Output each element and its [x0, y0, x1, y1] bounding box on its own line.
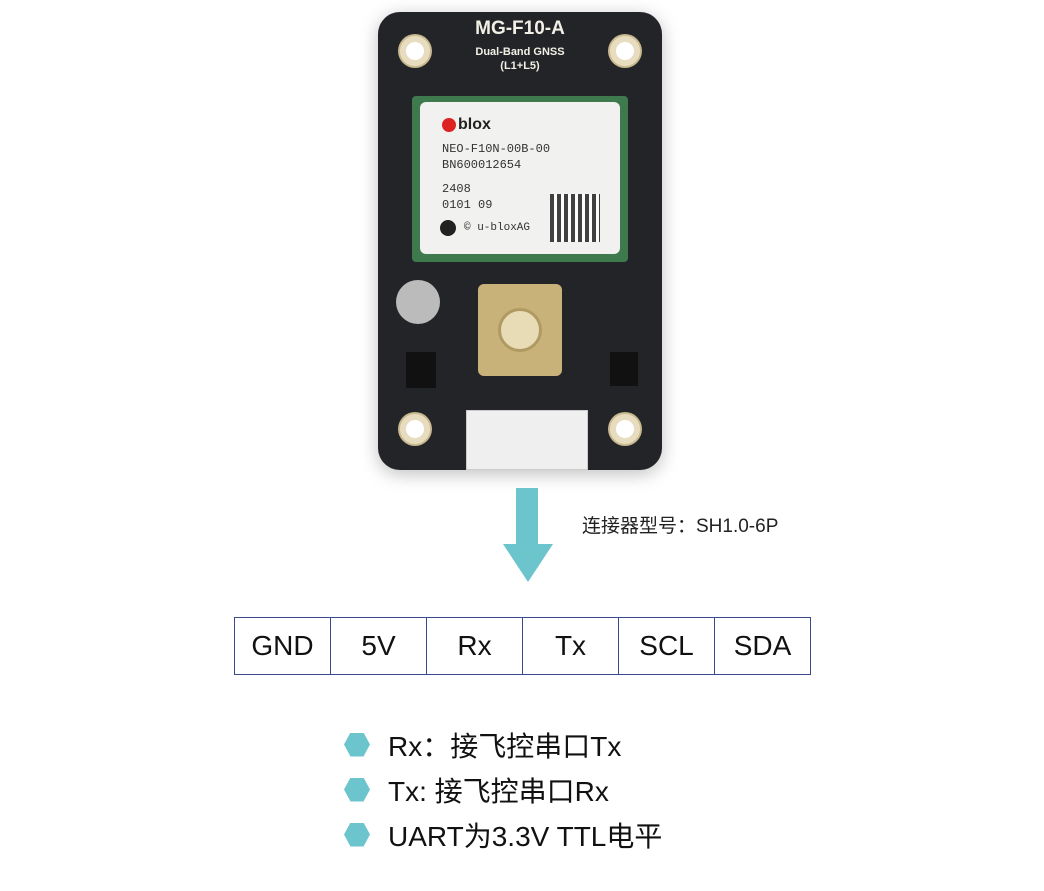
module-copyright: © u-bloxAG [464, 222, 531, 234]
ic-chip [406, 352, 436, 388]
pin-tx: Tx [522, 618, 618, 674]
mount-hole [610, 414, 640, 444]
mount-hole [400, 414, 430, 444]
note-text: Tx: 接飞控串口Rx [388, 775, 609, 807]
pin-5v: 5V [330, 618, 426, 674]
sma-antenna-connector [478, 284, 562, 376]
pin-gnd: GND [251, 630, 314, 661]
module-lot: 0101 09 [442, 198, 493, 212]
module-brand: blox [458, 116, 491, 133]
note-item: Rx：接飞控串口Tx [344, 722, 662, 767]
mount-hole [400, 36, 430, 66]
sh1-6p-connector [466, 410, 588, 470]
note-item: Tx: 接飞控串口Rx [344, 767, 662, 812]
buzzer [396, 280, 440, 324]
ic-chip [610, 352, 638, 386]
note-text: UART为3.3V TTL电平 [388, 820, 663, 852]
module-serial: BN600012654 [442, 158, 522, 172]
module-date: 2408 [442, 182, 471, 196]
connector-model-label: 连接器型号：SH1.0-6P [582, 516, 779, 537]
board-model: MG-F10-A [475, 18, 565, 39]
qr-code [550, 194, 600, 242]
gnss-module-board-photo: MG-F10-A Dual-Band GNSS (L1+L5) blox NEO… [378, 12, 662, 470]
pin-rx: Rx [426, 618, 522, 674]
board-bands: (L1+L5) [500, 60, 540, 72]
pin-sda: SDA [714, 618, 810, 674]
notes-list: Rx：接飞控串口Tx Tx: 接飞控串口Rx UART为3.3V TTL电平 [344, 722, 662, 857]
pin-scl: SCL [618, 618, 714, 674]
gnss-chip-module: blox NEO-F10N-00B-00 BN600012654 2408 01… [412, 96, 628, 262]
hexagon-bullet-icon [344, 822, 370, 847]
hexagon-bullet-icon [344, 777, 370, 802]
note-item: UART为3.3V TTL电平 [344, 812, 662, 857]
note-text: Rx：接飞控串口Tx [388, 730, 622, 762]
board-subtitle: Dual-Band GNSS [475, 46, 565, 58]
pinout-table: GND 5V Rx Tx SCL SDA [234, 617, 811, 675]
mount-hole [610, 36, 640, 66]
arrow-down-icon [503, 488, 553, 582]
module-part: NEO-F10N-00B-00 [442, 142, 551, 156]
hexagon-bullet-icon [344, 732, 370, 757]
module-shield: blox NEO-F10N-00B-00 BN600012654 2408 01… [420, 102, 620, 254]
